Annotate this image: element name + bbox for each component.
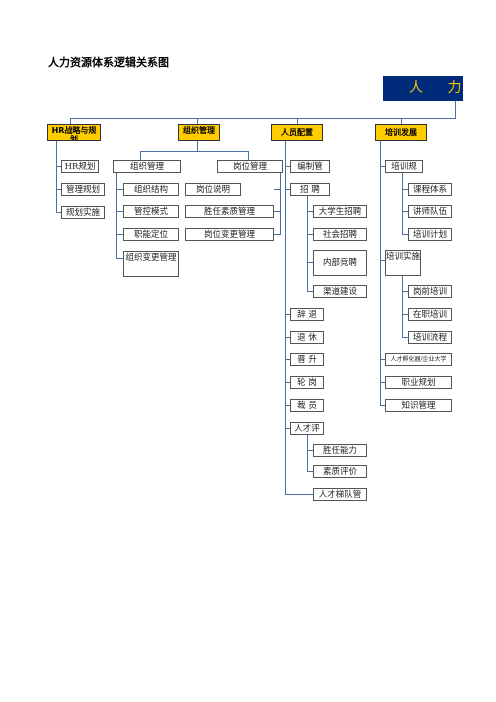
staffing-branch (285, 382, 290, 383)
post-connector-v (248, 151, 249, 160)
recruit-branch (307, 291, 313, 292)
talent-branch (307, 450, 313, 451)
org-branch (116, 189, 123, 190)
org-connector-v (140, 151, 141, 160)
hr-strategy-branch (56, 166, 61, 167)
quality-eval-box: 素质评价 (313, 465, 367, 478)
hr-strategy-branch (56, 212, 61, 213)
talent-pipeline-box: 人才梯队管 (313, 488, 367, 501)
talent-incubator-box: 人才孵化器/企业大学 (385, 353, 452, 366)
org-group-label: 组织管理 (113, 160, 181, 173)
staffing-branch (285, 428, 290, 429)
org-connector-h (140, 151, 249, 152)
connector-hdr1 (70, 118, 71, 124)
training-plan-box: 培训规 (385, 160, 423, 173)
connector-hdr2 (197, 118, 198, 124)
internal-compete-box: 内部竞聘 (313, 250, 367, 276)
layoff-box: 裁 员 (290, 399, 324, 412)
training-branch (380, 359, 385, 360)
recruit-branch (307, 262, 313, 263)
pre-job-training-box: 岗前培训 (408, 285, 452, 298)
post-branch (274, 234, 280, 235)
training-branch (380, 260, 385, 261)
plan-impl-box: 规划实施 (61, 206, 105, 219)
promotion-box: 晋 升 (290, 353, 324, 366)
training-trunk (380, 141, 381, 405)
staffing-trunk (285, 141, 286, 494)
lecturer-team-box: 讲师队伍 (408, 205, 452, 218)
connector-hdr4 (401, 118, 402, 124)
talent-branch-bottom (285, 494, 313, 495)
staffing-branch (285, 314, 290, 315)
header-training: 培训发展 (375, 124, 427, 141)
staffing-branch (285, 359, 290, 360)
staffing-branch (285, 337, 290, 338)
dismissal-box: 辞 退 (290, 308, 324, 321)
campus-recruit-box: 大学生招聘 (313, 205, 367, 218)
mgmt-plan-box: 管理规划 (61, 183, 105, 196)
curriculum-box: 课程体系 (408, 183, 452, 196)
org-branch (116, 258, 123, 259)
header-staffing: 人员配置 (271, 124, 323, 141)
recruit-box: 招 聘 (290, 183, 330, 196)
connector-banner-down (455, 101, 456, 118)
page-title: 人力资源体系逻辑关系图 (48, 56, 169, 69)
post-group-label: 岗位管理 (217, 160, 283, 173)
rotation-box: 轮 岗 (290, 376, 324, 389)
plan-trunk (402, 173, 403, 235)
recruit-branch (307, 234, 313, 235)
talent-branch (307, 471, 313, 472)
competency-mgmt-box: 胜任素质管理 (185, 205, 274, 218)
org-hdr-down (197, 141, 198, 151)
hr-strategy-branch (56, 189, 61, 190)
training-schedule-box: 培训计划 (408, 228, 452, 241)
social-recruit-box: 社会招聘 (313, 228, 367, 241)
training-process-box: 培训流程 (408, 331, 452, 344)
post-trunk (280, 173, 281, 235)
header-org-mgmt: 组织管理 (178, 124, 220, 141)
org-structure-box: 组织结构 (123, 183, 179, 196)
talent-trunk (307, 435, 308, 471)
hr-strategy-trunk (56, 141, 57, 213)
plan-branch (402, 189, 408, 190)
training-branch (380, 405, 385, 406)
post-desc-box: 岗位说明 (185, 183, 241, 196)
impl-branch (402, 314, 408, 315)
org-branch (116, 234, 123, 235)
staffing-branch (285, 405, 290, 406)
top-connector (70, 118, 456, 119)
competency-box: 胜任能力 (313, 444, 367, 457)
connector-hdr3 (297, 118, 298, 124)
training-branch (380, 166, 385, 167)
retire-box: 退 休 (290, 331, 324, 344)
recruit-branch (307, 211, 313, 212)
org-trunk (116, 173, 117, 258)
knowledge-mgmt-box: 知识管理 (385, 399, 452, 412)
recruit-trunk (307, 196, 308, 292)
impl-branch (402, 337, 408, 338)
plan-branch (402, 234, 408, 235)
talent-eval-box: 人才评 (290, 422, 324, 435)
training-branch (380, 382, 385, 383)
function-position-box: 职能定位 (123, 228, 179, 241)
training-impl-box: 培训实施 (385, 250, 421, 276)
staffing-branch (285, 166, 290, 167)
on-job-training-box: 在职培训 (408, 308, 452, 321)
impl-trunk (402, 276, 403, 337)
post-change-box: 岗位变更管理 (185, 228, 274, 241)
impl-branch (402, 291, 408, 292)
post-branch (274, 189, 280, 190)
org-branch (116, 211, 123, 212)
hr-plan-box: HR规划 (61, 160, 99, 173)
org-change-box: 组织变更管理 (123, 251, 179, 277)
staffing-branch (285, 189, 290, 190)
header-hr-strategy: HR战略与规划 (47, 124, 101, 141)
channel-build-box: 渠道建设 (313, 285, 367, 298)
plan-branch (402, 211, 408, 212)
career-plan-box: 职业规划 (385, 376, 452, 389)
control-mode-box: 管控模式 (123, 205, 179, 218)
hr-banner: 人 力 (383, 76, 463, 101)
post-branch (274, 211, 280, 212)
establishment-box: 编制管 (290, 160, 330, 173)
